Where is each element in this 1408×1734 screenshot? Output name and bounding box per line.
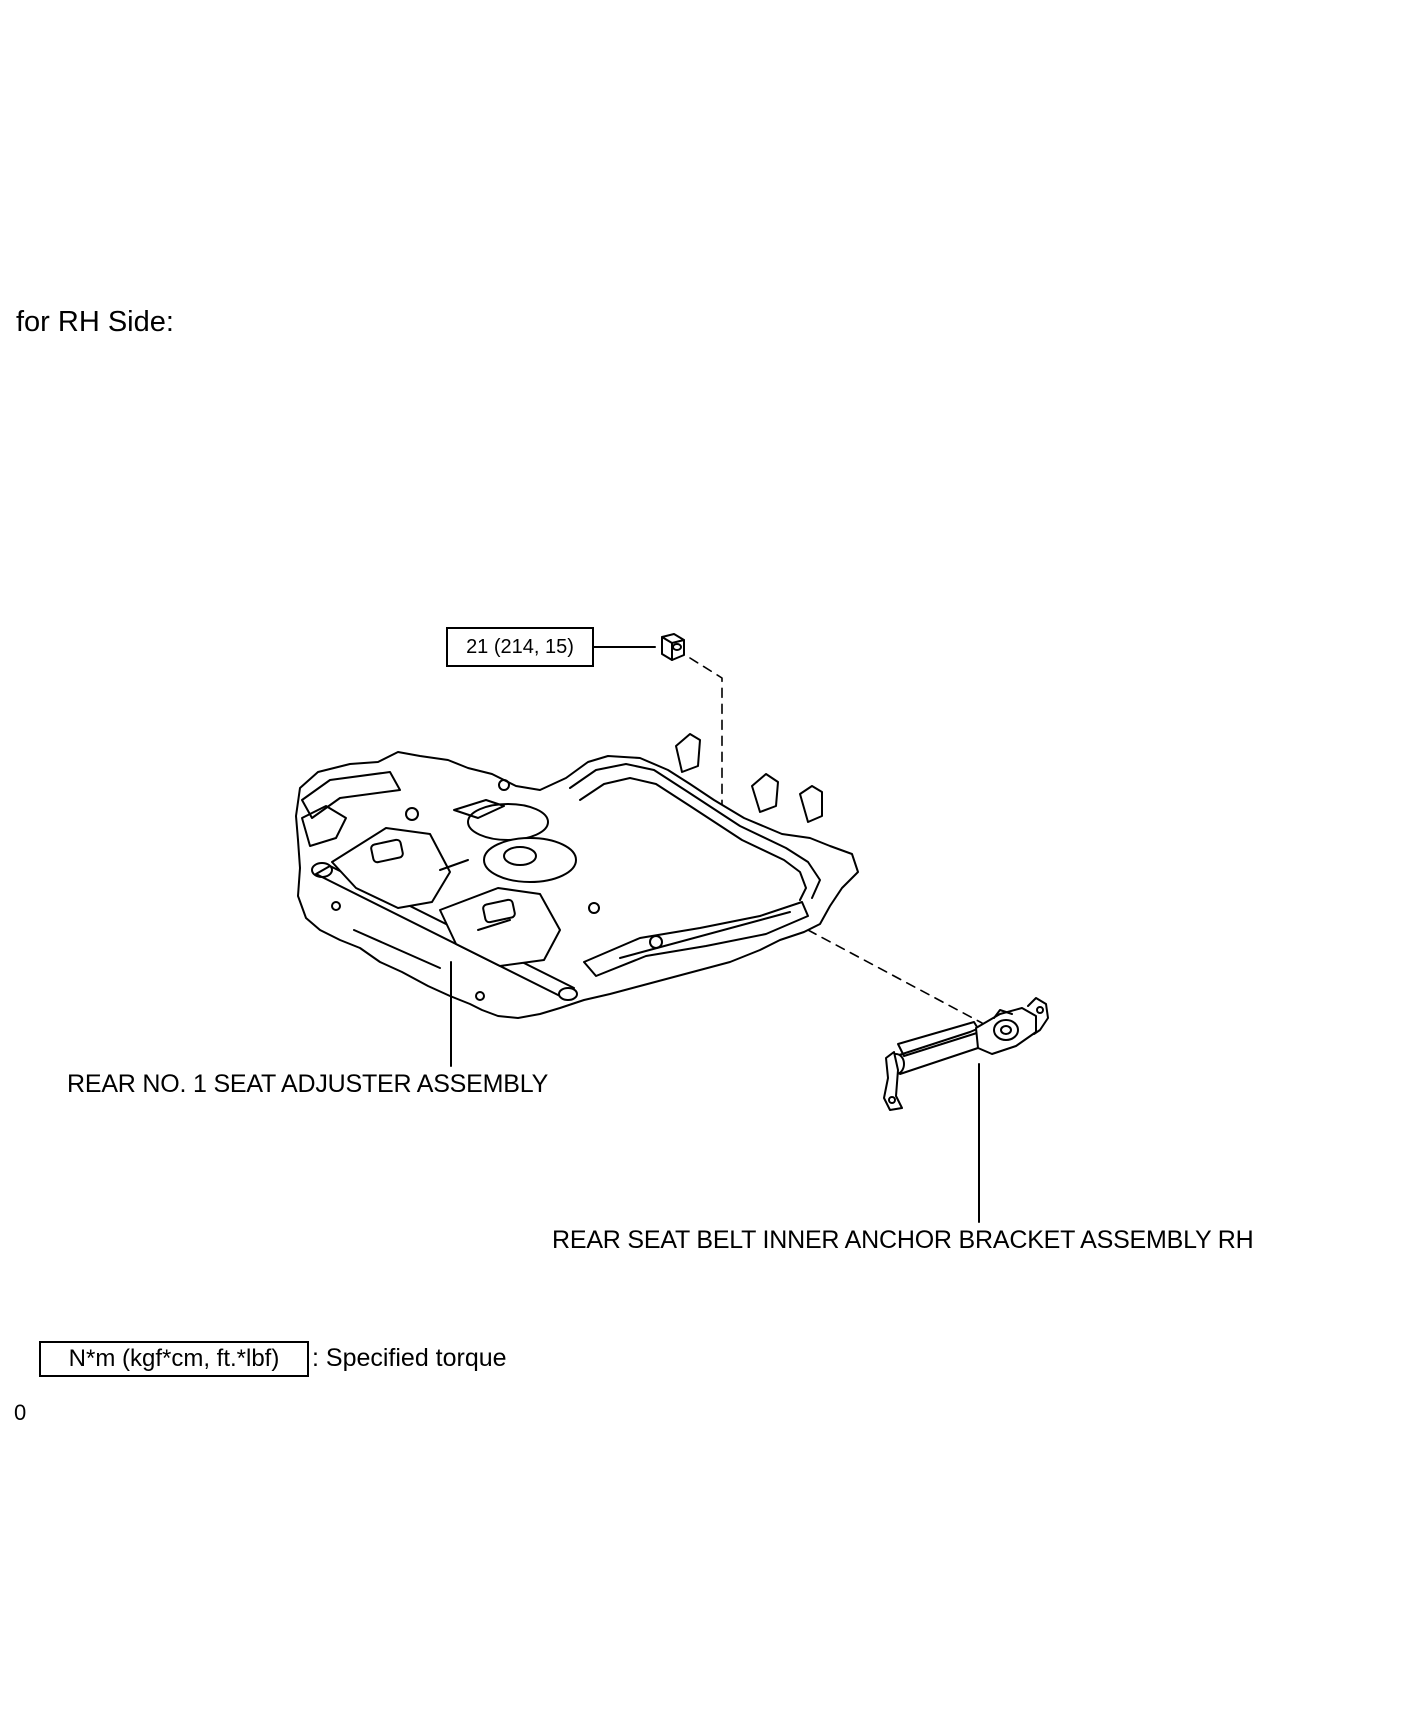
seat-adjuster-assembly-drawing	[295, 733, 859, 1019]
torque-callout-box: 21 (214, 15)	[446, 627, 594, 667]
legend-unit-box: N*m (kgf*cm, ft.*lbf)	[39, 1341, 309, 1377]
legend-description: : Specified torque	[312, 1344, 507, 1372]
page-heading: for RH Side:	[16, 306, 174, 338]
hex-nut-icon	[661, 633, 685, 661]
adjuster-label: REAR NO. 1 SEAT ADJUSTER ASSEMBLY	[67, 1070, 549, 1098]
anchor-bracket-drawing	[883, 997, 1049, 1111]
footnote: 0	[14, 1400, 27, 1425]
anchor-bracket-label: REAR SEAT BELT INNER ANCHOR BRACKET ASSE…	[552, 1226, 1254, 1254]
